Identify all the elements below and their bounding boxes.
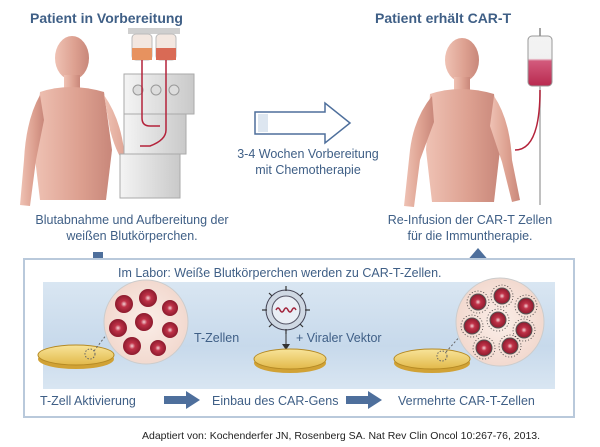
step-arrow-2: [346, 391, 382, 409]
car-t-magnified: [455, 277, 545, 367]
left-title: Patient in Vorbereitung: [30, 10, 183, 26]
left-caption-line-1: Blutabnahme und Aufbereitung der: [35, 213, 229, 227]
middle-text: 3-4 Wochen Vorbereitung mit Chemotherapi…: [218, 146, 398, 178]
infusion-stand: [514, 28, 553, 205]
right-caption: Re-Infusion der CAR-T Zellen für die Imm…: [370, 212, 570, 244]
petri-dish-2: [253, 348, 327, 373]
apheresis-machine: [119, 28, 195, 199]
step-1-label: T-Zell Aktivierung: [40, 394, 136, 408]
right-caption-line-2: für die Immuntherapie.: [407, 229, 533, 243]
viral-vector-label: + Viraler Vektor: [296, 331, 382, 345]
step-2-label: Einbau des CAR-Gens: [212, 394, 339, 408]
right-caption-line-1: Re-Infusion der CAR-T Zellen: [387, 213, 553, 227]
left-caption-line-2: weißen Blutkörperchen.: [66, 229, 198, 243]
citation: Adaptiert von: Kochenderfer JN, Rosenber…: [142, 430, 541, 442]
left-patient-figure: [20, 36, 146, 206]
step-3-label: Vermehrte CAR-T-Zellen: [398, 394, 535, 408]
right-patient-figure: [404, 38, 520, 207]
lab-heading: Im Labor: Weiße Blutkörperchen werden zu…: [118, 266, 442, 280]
middle-line-1: 3-4 Wochen Vorbereitung: [237, 147, 379, 161]
t-cells-label: T-Zellen: [194, 331, 240, 345]
petri-dish-1: [37, 329, 115, 369]
virus-icon: [262, 286, 310, 350]
right-title: Patient erhält CAR-T: [375, 10, 512, 26]
middle-line-2: mit Chemotherapie: [255, 163, 361, 177]
t-cell-magnified: [103, 279, 189, 365]
preparation-arrow: [254, 101, 352, 145]
petri-dish-3: [393, 333, 471, 373]
left-caption: Blutabnahme und Aufbereitung der weißen …: [22, 212, 242, 244]
step-arrow-1: [164, 391, 200, 409]
